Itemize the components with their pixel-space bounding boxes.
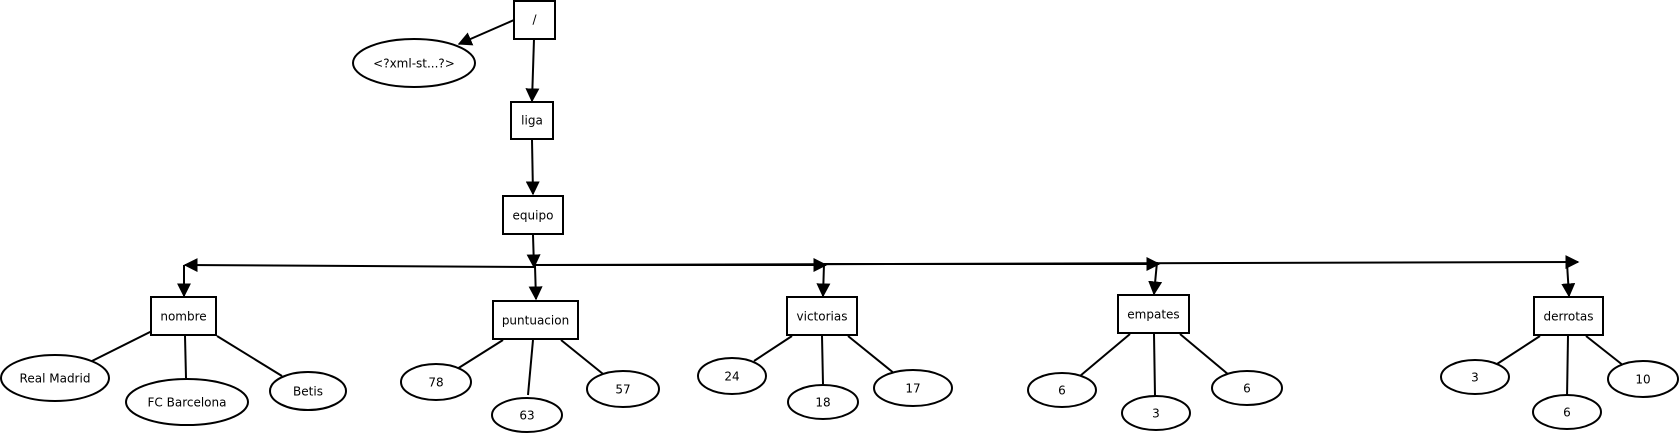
node-label: 10	[1635, 373, 1650, 387]
leaf-fc-barcelona[interactable]: FC Barcelona	[125, 378, 249, 426]
edge-empates-6a	[1079, 333, 1131, 377]
edge-victorias-24	[753, 335, 793, 362]
edge-root-pi	[457, 19, 515, 46]
node-label: nombre	[160, 310, 206, 324]
node-derrotas[interactable]: derrotas	[1533, 296, 1604, 336]
node-label: 18	[815, 396, 830, 410]
edge-puntuacion-57	[560, 339, 609, 379]
leaf-17[interactable]: 17	[873, 369, 953, 407]
edge-victorias-18	[821, 335, 824, 385]
edge-nombre-barcelona	[184, 335, 187, 379]
leaf-3-b[interactable]: 3	[1440, 359, 1510, 395]
node-root[interactable]: /	[513, 0, 556, 40]
node-label: 78	[428, 376, 443, 390]
edge-to-empates	[1148, 261, 1163, 296]
edge-root-liga	[525, 38, 540, 103]
edge-derrotas-10	[1585, 335, 1625, 367]
node-puntuacion[interactable]: puntuacion	[492, 300, 579, 340]
node-label: liga	[521, 114, 543, 128]
node-label: empates	[1127, 308, 1179, 322]
node-label: Real Madrid	[20, 372, 91, 386]
node-equipo[interactable]: equipo	[502, 195, 564, 235]
edges	[91, 19, 1625, 399]
edge-equipo-stem	[526, 234, 541, 269]
node-victorias[interactable]: victorias	[786, 296, 858, 336]
edge-derrotas-3	[1496, 335, 1541, 365]
edge-nombre-betis	[216, 335, 283, 377]
edge-to-victorias	[816, 263, 831, 298]
edge-to-puntuacion	[528, 265, 543, 301]
node-empates[interactable]: empates	[1117, 294, 1190, 334]
node-label: /	[532, 13, 537, 27]
edge-empates-3	[1153, 333, 1156, 397]
node-label: FC Barcelona	[148, 396, 227, 410]
leaf-63[interactable]: 63	[491, 397, 563, 433]
leaf-betis[interactable]: Betis	[269, 371, 347, 411]
edge-puntuacion-78	[456, 339, 504, 370]
leaf-10[interactable]: 10	[1607, 360, 1679, 398]
node-label: 24	[724, 370, 739, 384]
leaf-78[interactable]: 78	[400, 363, 472, 401]
node-label: 6	[1243, 382, 1251, 396]
node-label: 6	[1058, 384, 1066, 398]
node-label: Betis	[293, 385, 323, 399]
leaf-24[interactable]: 24	[697, 357, 767, 395]
node-liga[interactable]: liga	[510, 101, 554, 140]
edge-empates-6b	[1179, 333, 1230, 376]
node-label: 17	[905, 382, 920, 396]
node-label: equipo	[513, 209, 554, 223]
leaf-real-madrid[interactable]: Real Madrid	[0, 354, 110, 402]
edge-victorias-17	[847, 335, 896, 375]
leaf-57[interactable]: 57	[586, 370, 660, 408]
node-label: 57	[615, 383, 630, 397]
edge-nombre-madrid	[91, 330, 153, 362]
leaf-6-a[interactable]: 6	[1027, 372, 1097, 408]
node-label: victorias	[797, 310, 848, 324]
edge-to-derrotas	[1561, 262, 1576, 298]
node-nombre[interactable]: nombre	[150, 296, 217, 336]
node-label: derrotas	[1543, 310, 1593, 324]
node-label: puntuacion	[502, 314, 569, 328]
leaf-3-a[interactable]: 3	[1121, 395, 1191, 431]
node-label: <?xml-st...?>	[373, 57, 455, 71]
leaf-6-c[interactable]: 6	[1532, 394, 1602, 430]
edge-derrotas-6	[1566, 335, 1569, 399]
leaf-6-b[interactable]: 6	[1211, 370, 1283, 406]
leaf-18[interactable]: 18	[787, 384, 859, 420]
node-processing-instruction[interactable]: <?xml-st...?>	[352, 38, 476, 88]
edge-bus-left	[183, 258, 535, 273]
node-label: 6	[1563, 406, 1571, 420]
edge-puntuacion-63	[527, 339, 534, 396]
node-label: 3	[1152, 407, 1160, 421]
edge-liga-equipo	[525, 139, 540, 196]
node-label: 63	[519, 409, 534, 423]
node-label: 3	[1471, 371, 1479, 385]
